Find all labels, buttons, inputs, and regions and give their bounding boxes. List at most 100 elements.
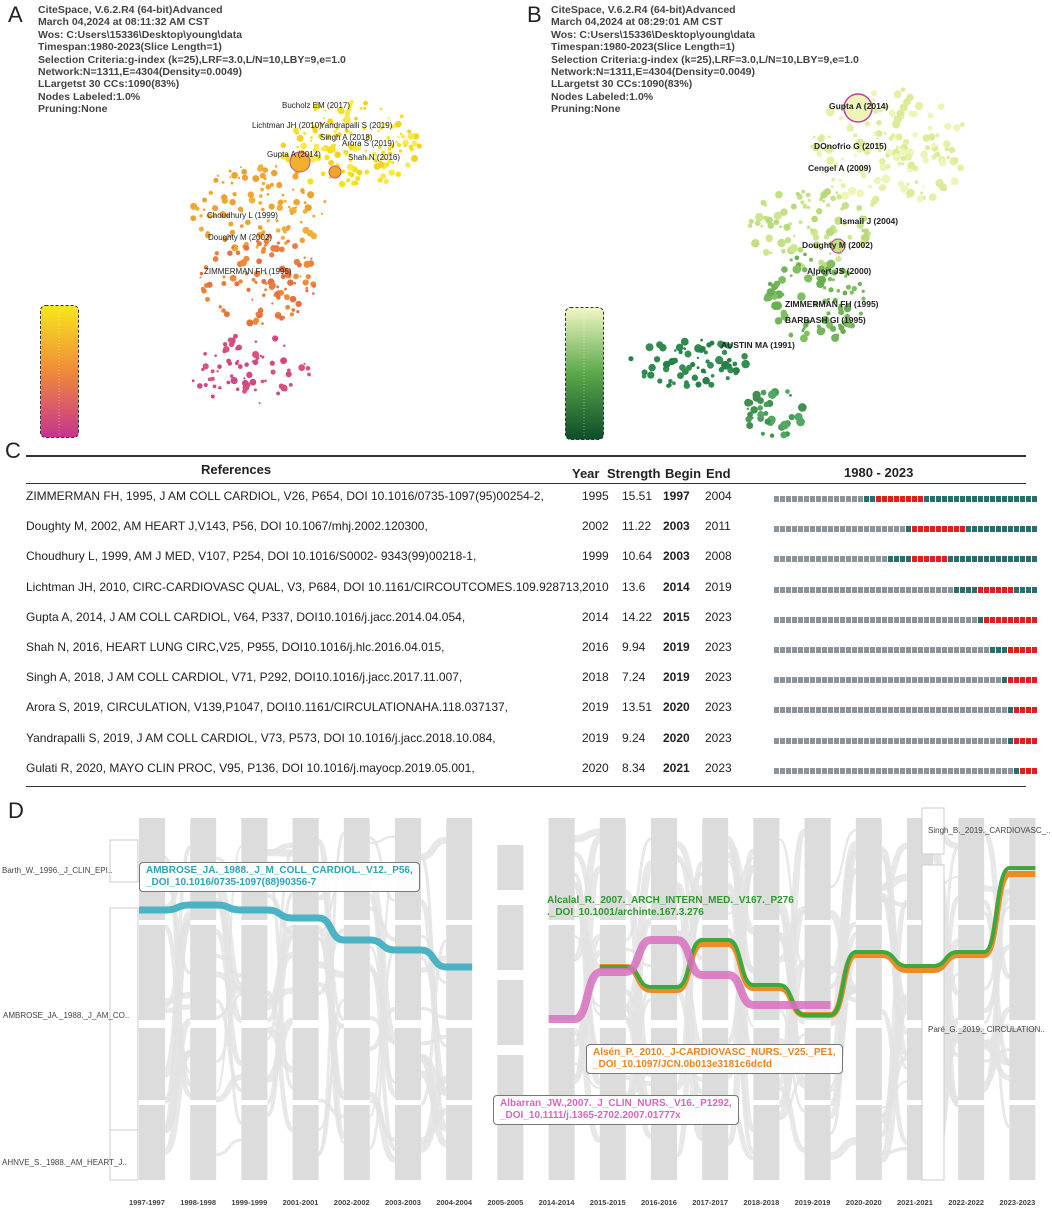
network-node [230,181,234,185]
burst-year-cell [792,677,797,684]
network-node [362,126,367,131]
burst-year-cell [816,496,821,502]
network-node [708,381,715,388]
burst-timeline [774,737,1038,744]
burst-year-cell [804,647,809,653]
burst-year-cell [906,556,911,563]
network-node [725,376,730,381]
burst-year-cell [882,707,887,714]
network-node [883,131,887,135]
network-node [251,298,254,301]
network-node [313,103,321,110]
network-node [842,221,847,226]
network-node [190,202,198,210]
burst-year-cell [882,737,887,744]
network-node [333,133,338,138]
burst-year-cell [1026,556,1031,563]
burst-year-cell [918,707,923,714]
network-node [210,376,215,381]
alluvial-period-label: 2018-2018 [743,1198,780,1207]
network-node [388,151,393,156]
alluvial-left-label: AMBROSE_JA._1988._J_AM_CO.. [3,1011,130,1020]
network-node [324,154,330,161]
burst-year-cell [1020,707,1025,714]
network-node [844,274,848,278]
network-node [258,201,263,205]
network-node [883,104,890,110]
burst-year-cell [1014,677,1019,684]
alluvial-module [855,818,882,920]
network-node [270,369,276,375]
network-node [800,200,805,205]
network-node [221,180,225,184]
network-node [351,180,357,186]
network-node [322,117,326,120]
burst-year-cell [996,677,1001,684]
burst-year-cell [816,767,821,774]
burst-year-cell [852,496,857,502]
burst-year-cell [798,707,803,714]
network-node [900,87,906,92]
burst-year-cell [792,496,797,502]
burst-year-cell [858,586,863,593]
burst-year-cell [984,496,989,502]
alluvial-module [702,818,729,920]
burst-year-cell [918,616,923,623]
burst-year-cell [900,767,905,774]
burst-year-cell [1020,586,1025,593]
burst-timeline [774,707,1038,714]
network-node [348,131,353,136]
burst-year-cell [1032,737,1037,744]
burst-year-cell [912,677,917,684]
network-node [208,190,213,195]
network-node [648,363,656,372]
burst-year-cell [984,647,989,653]
network-node [858,219,863,224]
meta-line: March 04,2024 at 08:11:32 AM CST [38,16,210,29]
network-node [345,109,351,115]
burst-year-cell [792,707,797,714]
network-node [273,293,277,297]
network-node [700,346,706,352]
burst-year-cell [990,677,995,684]
network-node [888,135,894,141]
burst-year-cell [978,556,983,563]
network-node [721,360,730,370]
network-node [685,364,692,371]
burst-year-cell [828,737,833,744]
burst-year-cell [966,677,971,684]
network-node [897,161,902,166]
burst-year-cell [828,707,833,714]
network-node [666,383,671,388]
burst-year-cell [990,737,995,744]
burst-year-cell [834,616,839,623]
network-node [310,257,313,260]
burst-year-cell [912,526,917,533]
network-node [856,189,865,198]
alluvial-module [855,925,882,1020]
network-node [266,193,270,196]
network-node [372,151,377,157]
burst-year-cell [1002,767,1007,774]
burst-year-cell [798,556,803,563]
alluvial-flow [420,836,447,861]
burst-year-cell [846,737,851,744]
network-node [792,265,802,274]
network-node [799,334,808,343]
meta-line: CiteSpace, V.6.2.R4 (64-bit)Advanced [551,4,736,16]
burst-year-cell [798,647,803,653]
burst-year-cell [876,556,881,563]
network-node [856,205,863,211]
network-node [821,316,830,325]
network-node [829,325,837,332]
network-node [775,190,783,199]
burst-year-cell [954,767,959,774]
network-node [287,368,291,373]
alluvial-period-label: 1998-1998 [180,1198,217,1207]
burst-year-cell [930,616,935,623]
burst-year-cell [816,677,821,684]
burst-year-cell [816,526,821,533]
burst-year-cell [858,616,863,623]
burst-year-cell [852,586,857,593]
network-node [277,199,284,206]
